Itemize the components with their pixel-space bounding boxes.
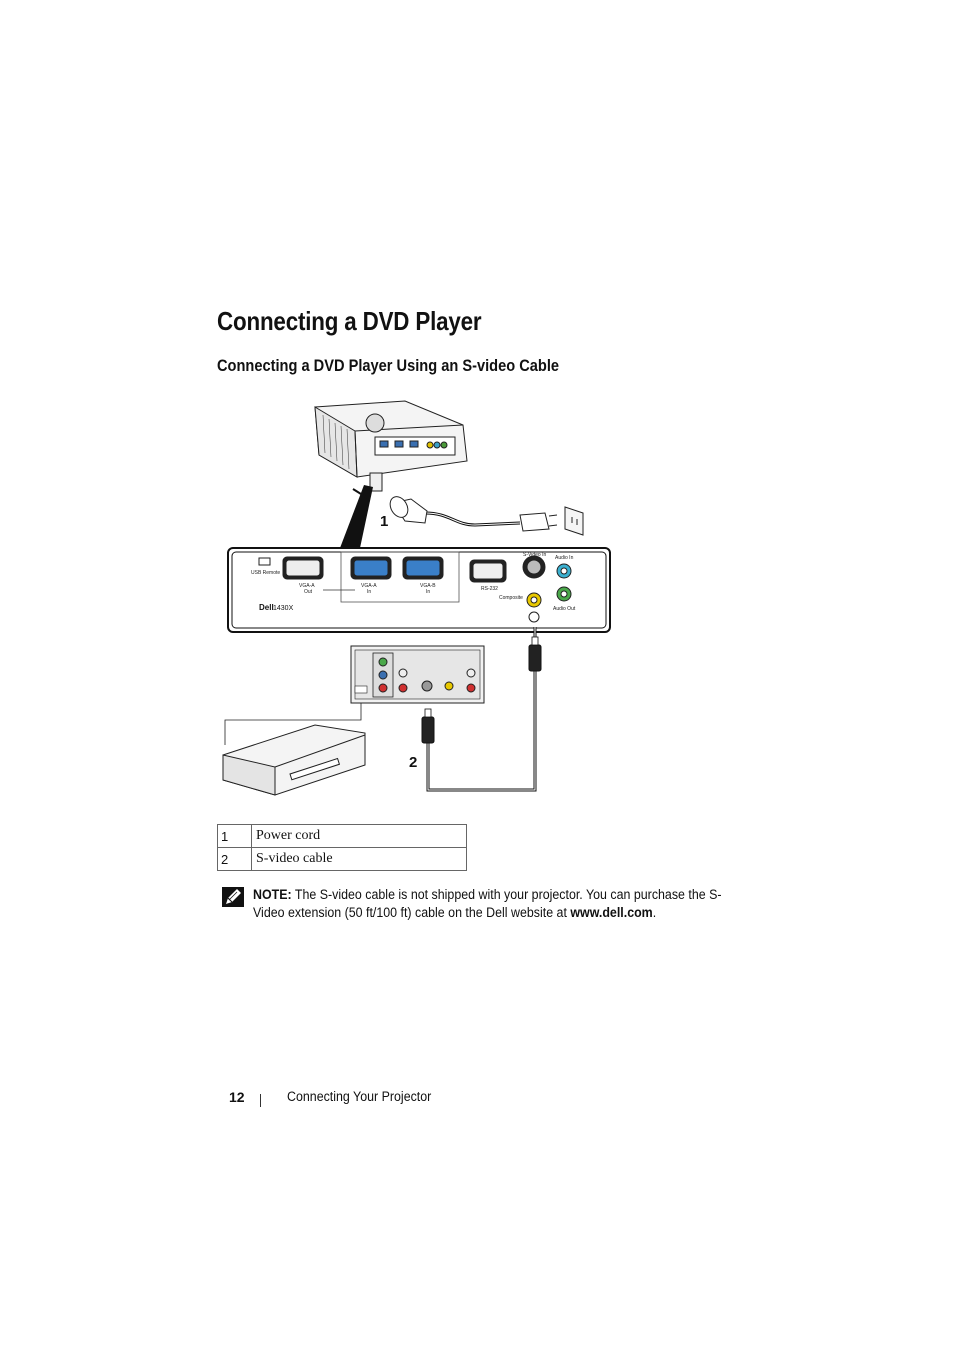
note-label: NOTE:: [253, 887, 292, 902]
note-pencil-icon: [222, 887, 244, 907]
zoom-wedge: [340, 485, 373, 548]
label-in-a: In: [367, 589, 371, 595]
label-audio-in: Audio In: [555, 555, 574, 561]
callout-label: Power cord: [251, 824, 467, 848]
label-s-video-in: S-Video In: [523, 552, 546, 558]
model-label: 1430X: [273, 605, 294, 612]
connection-diagram: 1 USB Remote VGA-A: [222, 400, 611, 796]
label-vga-b-in: VGA-B: [420, 583, 436, 589]
callout-number: 2: [217, 847, 252, 871]
projector-rear-panel: USB Remote VGA-A Out VGA-A In VGA-B In R…: [227, 547, 611, 633]
label-usb-remote: USB Remote: [251, 570, 280, 576]
note-text: NOTE: The S-video cable is not shipped w…: [253, 886, 722, 922]
label-rs232: RS-232: [481, 586, 498, 592]
note-body: The S-video cable is not shipped with yo…: [253, 887, 722, 920]
projector-illustration: [314, 400, 468, 492]
page-number: 12: [229, 1089, 245, 1105]
note-link[interactable]: www.dell.com: [570, 905, 653, 920]
label-out: Out: [304, 589, 313, 595]
power-cord-illustration: [352, 488, 584, 536]
dvd-player-illustration: [222, 724, 366, 796]
callout-number: 1: [217, 824, 252, 848]
section-subtitle: Connecting a DVD Player Using an S-video…: [217, 356, 560, 375]
callout-label: S-video cable: [251, 847, 467, 871]
note-end: .: [652, 905, 657, 920]
label-audio-out: Audio Out: [553, 606, 576, 612]
brand-label: Dell: [259, 603, 274, 612]
s-video-cable-illustration: [421, 627, 542, 792]
footer-section-title: Connecting Your Projector: [287, 1089, 432, 1104]
footer-separator: [260, 1094, 261, 1107]
dvd-rear-panel: [224, 645, 485, 745]
page-title: Connecting a DVD Player: [217, 306, 482, 336]
label-vga-a-out: VGA-A: [299, 583, 315, 589]
callout-2-marker: 2: [409, 754, 417, 771]
label-composite: Composite: [499, 595, 523, 601]
label-in-b: In: [426, 589, 430, 595]
label-vga-a-in: VGA-A: [361, 583, 377, 589]
callout-1-marker: 1: [380, 513, 388, 530]
